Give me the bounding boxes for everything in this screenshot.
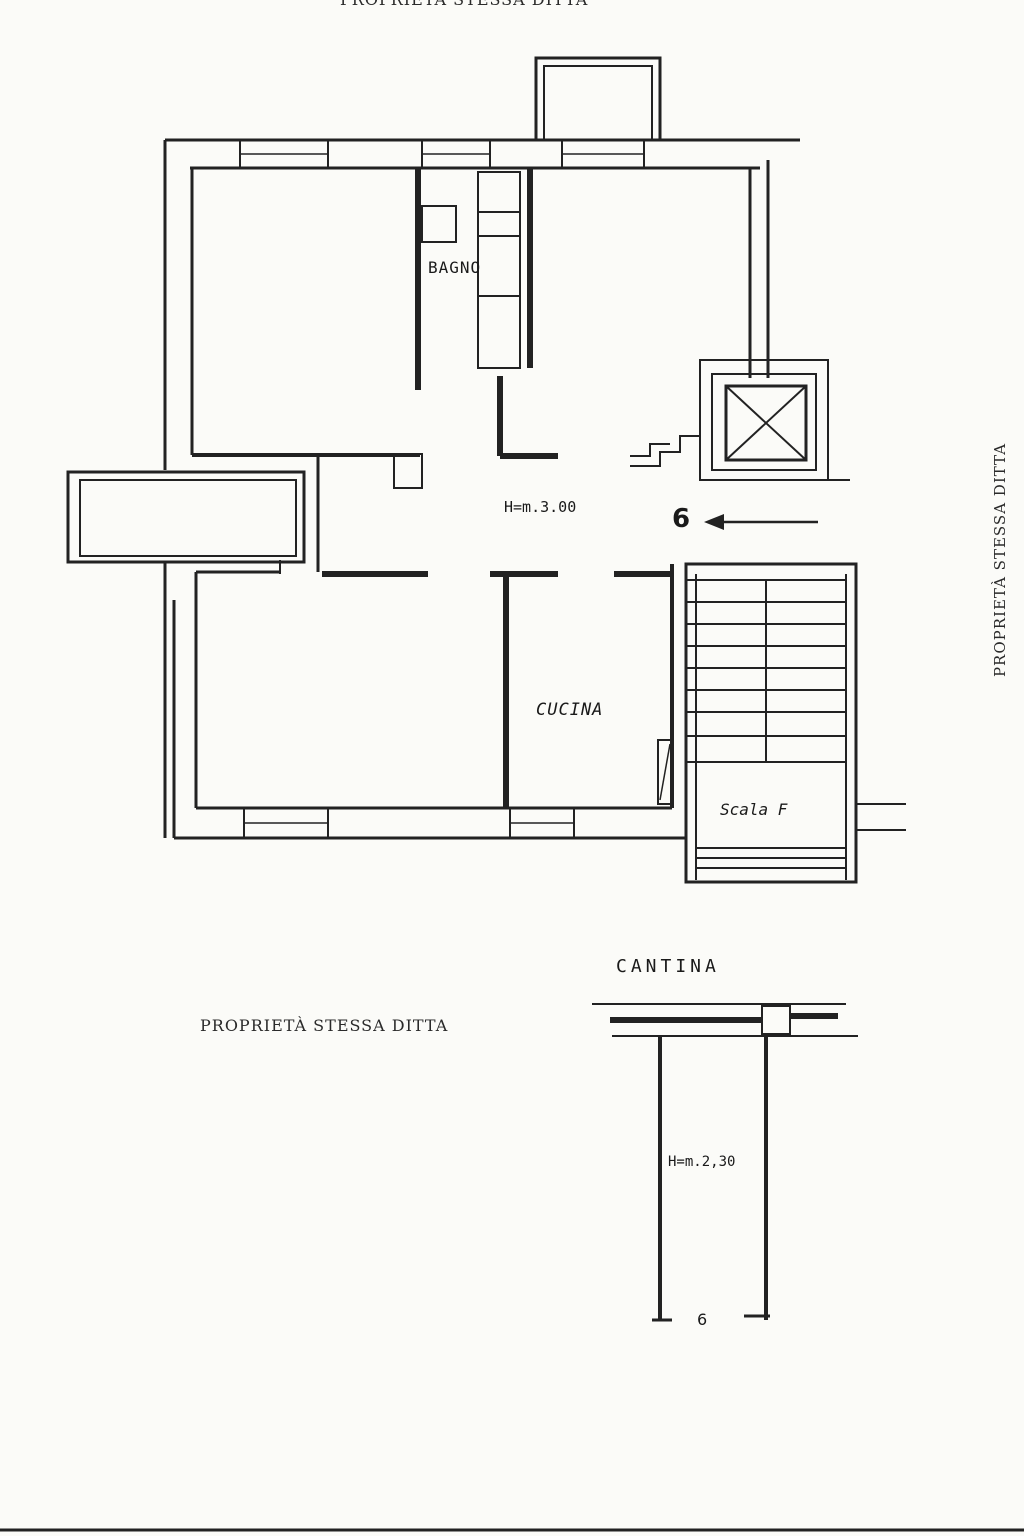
main-floor-height: H=m.3.00 — [504, 498, 577, 516]
cellar-number: 6 — [697, 1310, 708, 1329]
owner-label-top: PROPRIETÀ STESSA DITTA — [340, 0, 588, 9]
bathtub — [477, 171, 521, 369]
room-label-kitchen: CUCINA — [536, 700, 604, 720]
closet — [393, 453, 423, 489]
stair-label: Scala F — [720, 800, 788, 819]
sink — [421, 205, 457, 243]
lift-car — [724, 384, 808, 462]
room-label-bathroom: BAGNO — [428, 258, 482, 277]
left-balcony — [66, 470, 306, 564]
owner-label-bottom: PROPRIETÀ STESSA DITTA — [200, 1016, 449, 1035]
lift-outer — [699, 359, 829, 481]
entrance-number: 6 — [672, 504, 691, 534]
cellar-title: CANTINA — [616, 956, 720, 977]
stair-well — [684, 562, 858, 884]
cellar-height: H=m.2,30 — [668, 1154, 736, 1170]
top-balcony — [534, 56, 662, 142]
owner-label-right: PROPRIETÀ STESSA DITTA — [991, 442, 1009, 678]
